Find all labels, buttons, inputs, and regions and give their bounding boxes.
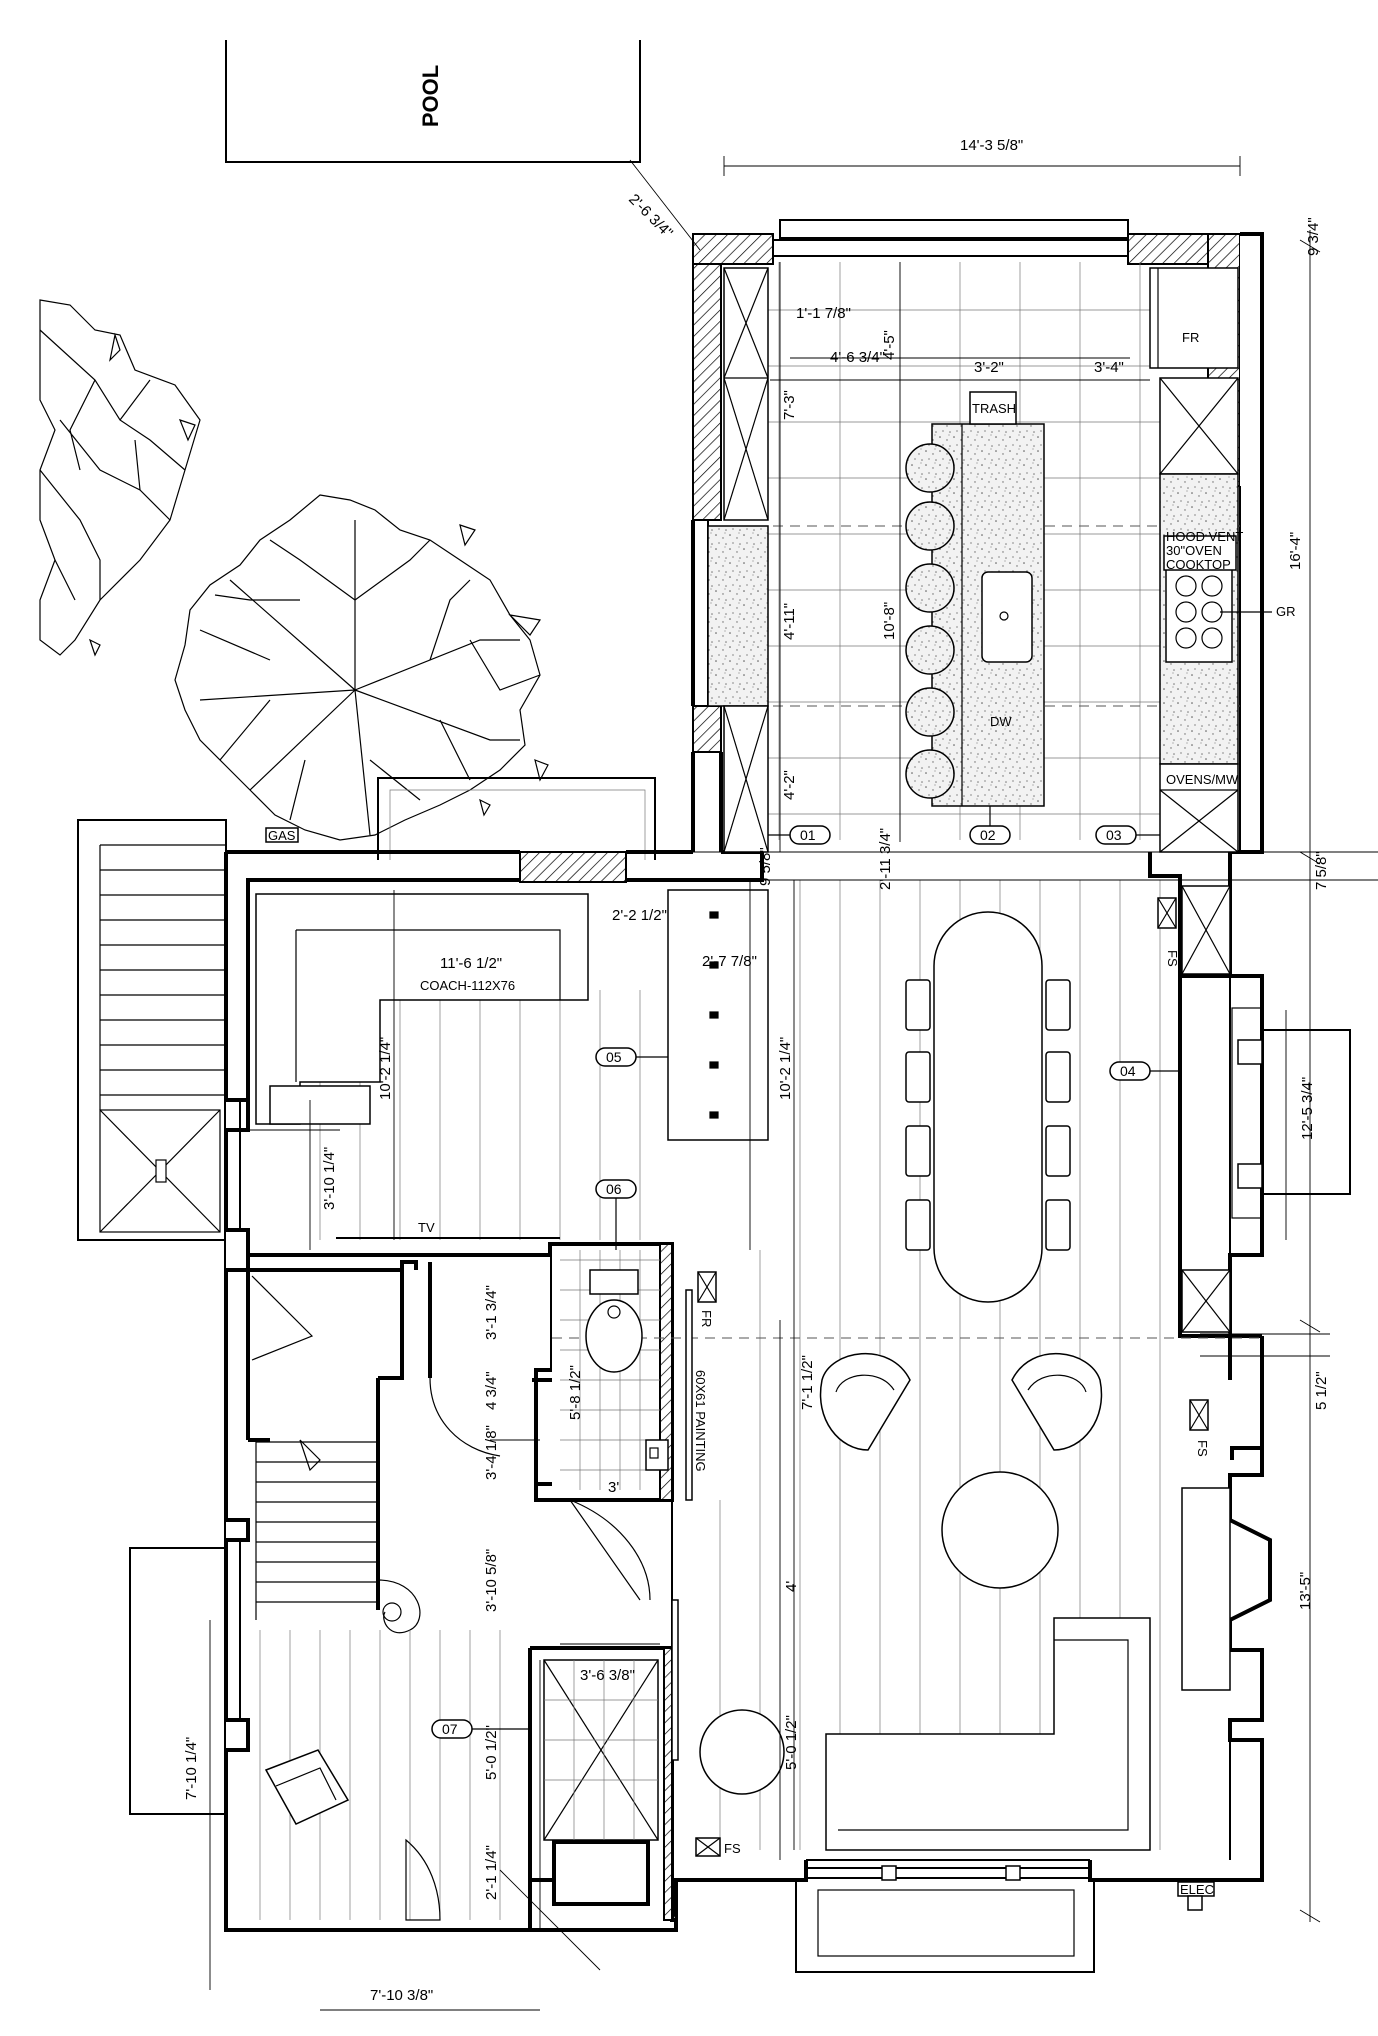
kitchen: FR HOOD VENT 30"OVEN COOKTOP OVENS/MW TR… <box>707 262 1296 853</box>
dim-10-2-1-4-a: 10'-2 1/4" <box>377 1037 394 1100</box>
bathroom <box>543 1250 669 1841</box>
gas-meter: GAS <box>265 827 299 843</box>
dim-3-2: 3'-2" <box>974 359 1004 376</box>
dimension-labels: 14'-3 5/8" 2'-6 3/4" 9 3/4" 16'-4" 1'-1 … <box>183 137 1330 2004</box>
fs-1-label: FS <box>1165 950 1180 967</box>
gr-label: GR <box>1276 604 1296 619</box>
dim-7-5-8: 7 5/8" <box>1313 851 1330 890</box>
coach-label: COACH-112X76 <box>420 978 515 993</box>
dw-label: DW <box>990 714 1012 729</box>
oven-30-label: 30"OVEN <box>1166 543 1222 558</box>
dim-5-1-2: 5 1/2" <box>1313 1371 1330 1410</box>
dim-3-10-5-8: 3'-10 5/8" <box>483 1549 500 1612</box>
exterior-pad <box>129 1547 227 1815</box>
dim-pool-offset: 2'-6 3/4" <box>625 191 676 242</box>
dim-5-0-1-2-a: 5'-0 1/2" <box>483 1725 500 1780</box>
cooktop-label: COOKTOP <box>1166 557 1231 572</box>
site-wall <box>377 777 656 860</box>
dim-5-0-1-2-b: 5'-0 1/2" <box>783 1715 800 1770</box>
pool: POOL <box>225 40 641 163</box>
fr-top-label: FR <box>1182 330 1199 345</box>
tag-04: 04 <box>1120 1063 1136 1079</box>
tag-06: 06 <box>606 1181 622 1197</box>
dim-top-wall: 9 3/4" <box>1305 217 1322 256</box>
dim-4-6-3-4: 4'-6 3/4" <box>830 349 885 366</box>
dim-3-1-3-4: 3'-1 3/4" <box>483 1285 500 1340</box>
dim-2-2-1-2: 2'-2 1/2" <box>612 907 667 924</box>
dimension-lines <box>209 156 1378 2011</box>
living-room: COACH-112X76 TV <box>255 889 769 1240</box>
elec-label: ELEC <box>1180 1882 1214 1897</box>
dim-overall-width: 14'-3 5/8" <box>960 137 1023 154</box>
dim-4-2: 4'-2" <box>781 770 798 800</box>
hood-vent-label: HOOD VENT <box>1166 529 1243 544</box>
dim-4-11: 4'-11" <box>781 603 798 640</box>
dim-10-2-1-4-b: 10'-2 1/4" <box>777 1037 794 1100</box>
exterior-stair <box>77 819 227 1241</box>
dim-3-10-1-4: 3'-10 1/4" <box>321 1147 338 1210</box>
dim-3-4-1-8: 3'-4 1/8" <box>483 1425 500 1480</box>
fr-bath-label: FR <box>699 1310 714 1327</box>
trash-label: TRASH <box>972 401 1016 416</box>
dim-2-11-3-4: 2'-11 3/4" <box>877 828 894 890</box>
interior-stair <box>251 1275 651 1921</box>
tag-03: 03 <box>1106 827 1122 843</box>
dim-7-1-1-2: 7'-1 1/2" <box>799 1355 816 1410</box>
tag-05: 05 <box>606 1049 622 1065</box>
dim-3-6-3-8: 3'-6 3/8" <box>580 1667 635 1684</box>
dim-4-5: 4'-5" <box>881 330 898 360</box>
ovens-mw-label: OVENS/MW <box>1166 772 1239 787</box>
dim-4: 4' <box>783 1581 800 1592</box>
dim-1-1-7-8: 1'-1 7/8" <box>796 305 851 322</box>
pool-label: POOL <box>418 65 443 127</box>
dim-12-5-3-4: 12'-5 3/4" <box>1299 1077 1316 1140</box>
dining-area: FS FS FS ELEC <box>552 880 1351 1973</box>
dim-3: 3' <box>608 1479 619 1496</box>
tree-center <box>174 494 549 841</box>
dim-7-10-1-4: 7'-10 1/4" <box>183 1737 200 1800</box>
dim-2-7-7-8: 2'-7 7/8" <box>702 953 757 970</box>
dim-right-overall: 16'-4" <box>1287 532 1304 570</box>
dim-2-1-1-4: 2'-1 1/4" <box>483 1845 500 1900</box>
tv-label: TV <box>418 1220 435 1235</box>
dim-4-3-4: 4 3/4" <box>483 1371 500 1410</box>
gas-label: GAS <box>268 828 296 843</box>
dim-11-6-1-2: 11'-6 1/2" <box>440 955 502 972</box>
tag-02: 02 <box>980 827 996 843</box>
fs-2-label: FS <box>1195 1440 1210 1457</box>
dim-7-3: 7'-3" <box>781 390 798 420</box>
tree-left <box>39 299 201 657</box>
painting-label: 60X61 PAINTING <box>693 1370 708 1472</box>
dim-13-5: 13'-5" <box>1297 1572 1314 1610</box>
dim-3-4: 3'-4" <box>1094 359 1124 376</box>
dim-7-10-3-8: 7'-10 3/8" <box>370 1987 433 2004</box>
fs-3-label: FS <box>724 1841 741 1856</box>
room-tags: 01 02 03 04 05 06 07 <box>431 806 1180 1739</box>
dim-5-8-1-2: 5'-8 1/2" <box>567 1365 584 1420</box>
tag-07: 07 <box>442 1721 458 1737</box>
tag-01: 01 <box>800 827 816 843</box>
dim-10-8: 10'-8" <box>881 602 898 640</box>
dim-9-5-8: 9 5/8" <box>757 847 774 886</box>
